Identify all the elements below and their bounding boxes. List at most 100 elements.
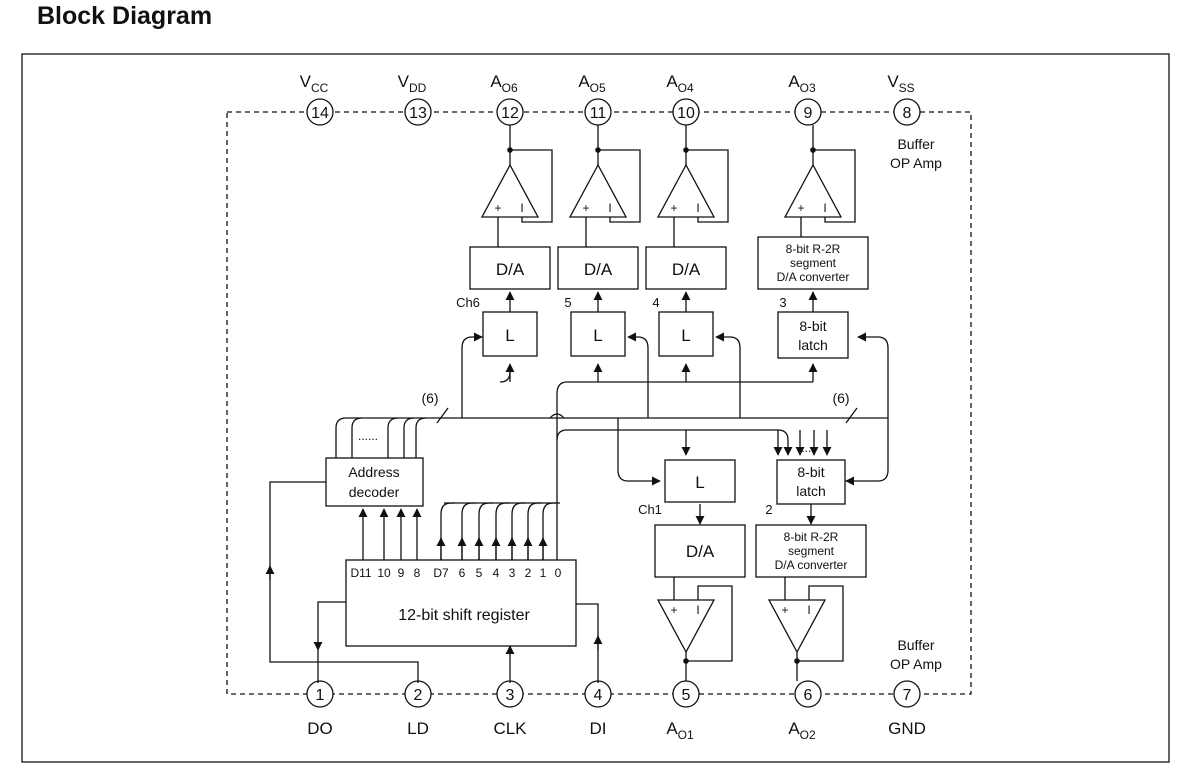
- latch-8bit-block: [777, 311, 849, 359]
- pin-label: VSS: [887, 72, 914, 95]
- buffer-label-bottom-line2: OP Amp: [890, 656, 942, 672]
- latch-label: L: [681, 326, 690, 345]
- pin-number: 5: [682, 687, 691, 704]
- top-pin-12: 12 AO6: [490, 72, 524, 126]
- channel-label: 2: [765, 502, 772, 517]
- pin-number: 1: [316, 687, 325, 704]
- channel-label: Ch6: [456, 295, 480, 310]
- register-bit-9: 2: [525, 566, 532, 580]
- pin-label: AO2: [788, 719, 816, 742]
- pin-label: AO6: [490, 72, 518, 95]
- pin-label: AO4: [666, 72, 694, 95]
- top-channel-1: +ID/A5L: [557, 125, 641, 357]
- opamp-minus: I: [696, 201, 699, 215]
- da-converter-label: 8-bit R-2R: [786, 242, 841, 256]
- register-bit-11: 0: [555, 566, 562, 580]
- pin-number: 6: [804, 687, 813, 704]
- opamp-minus: I: [520, 201, 523, 215]
- pin-number: 12: [501, 105, 519, 122]
- da-label: D/A: [686, 542, 715, 561]
- register-bit-3: 8: [414, 566, 421, 580]
- pin-label: AO3: [788, 72, 816, 95]
- latch-block: [482, 311, 538, 357]
- pin-label: AO5: [578, 72, 606, 95]
- opamp-triangle: [767, 599, 827, 654]
- opamp-plus: +: [670, 603, 677, 617]
- shift-register-block: [345, 559, 577, 647]
- pin-circle: [893, 98, 921, 126]
- pin-number: 9: [804, 105, 813, 122]
- da-block: [469, 246, 551, 290]
- pin-label: CLK: [493, 719, 527, 738]
- opamp-triangle: [783, 163, 843, 218]
- latch-block: [664, 459, 736, 503]
- pin-label: GND: [888, 719, 926, 738]
- pin-number: 13: [409, 105, 427, 122]
- pin-label: VCC: [300, 72, 329, 95]
- latch-label: L: [593, 326, 602, 345]
- opamp-triangle: [568, 163, 628, 218]
- pin-circle: [893, 680, 921, 708]
- pin-number: 7: [903, 687, 912, 704]
- pin-number: 3: [506, 687, 515, 704]
- pin-circle: [794, 680, 822, 708]
- latch-label: 8-bit: [799, 318, 826, 334]
- da-block: [557, 246, 639, 290]
- da-label: D/A: [584, 260, 613, 279]
- register-bit-5: 6: [459, 566, 466, 580]
- top-pin-14: 14 VCC: [300, 72, 334, 126]
- da-converter-label: 8-bit R-2R: [784, 530, 839, 544]
- top-channel-2: + I D/A 4L: [645, 125, 729, 357]
- register-bit-2: 9: [398, 566, 405, 580]
- pin-label: DI: [590, 719, 607, 738]
- da-label: D/A: [496, 260, 525, 279]
- latch-label: 8-bit: [797, 464, 824, 480]
- pin-circle: [794, 98, 822, 126]
- address-decoder-block: [325, 457, 424, 507]
- channel-label: 4: [652, 295, 659, 310]
- da-converter-label: D/A converter: [775, 558, 848, 572]
- latch-label: latch: [796, 483, 826, 499]
- latch-8bit-block: [776, 459, 846, 505]
- opamp-triangle: [656, 163, 716, 218]
- register-bit-8: 3: [509, 566, 516, 580]
- latch-block: [570, 311, 626, 357]
- da-label: D/A: [672, 260, 701, 279]
- bottom-pin-2: 2LD: [404, 680, 432, 738]
- pin-number: 4: [594, 687, 603, 704]
- opamp-plus: +: [670, 201, 677, 215]
- da-converter-block: [755, 524, 867, 578]
- latch-label: L: [695, 473, 704, 492]
- opamp-minus: I: [807, 603, 810, 617]
- wiring: [265, 332, 889, 683]
- register-bit-arrows: [358, 502, 560, 560]
- address-decoder-line2: decoder: [349, 484, 400, 500]
- channel-label: Ch1: [638, 502, 662, 517]
- buffer-label-top-line2: OP Amp: [890, 155, 942, 171]
- da-converter-label: segment: [790, 256, 837, 270]
- pin-number: 2: [414, 687, 423, 704]
- address-decoder-line1: Address: [348, 464, 399, 480]
- latch-block: [658, 311, 714, 357]
- da-block: [654, 524, 746, 578]
- da-block: [645, 246, 727, 290]
- opamp-triangle: [480, 163, 540, 218]
- opamp-minus: I: [696, 603, 699, 617]
- opamp-minus: I: [823, 201, 826, 215]
- pin-label: AO1: [666, 719, 694, 742]
- shift-register-label: 12-bit shift register: [398, 607, 530, 624]
- da-converter-label: D/A converter: [777, 270, 850, 284]
- channel-label: 5: [564, 295, 571, 310]
- pin-number: 14: [311, 105, 329, 122]
